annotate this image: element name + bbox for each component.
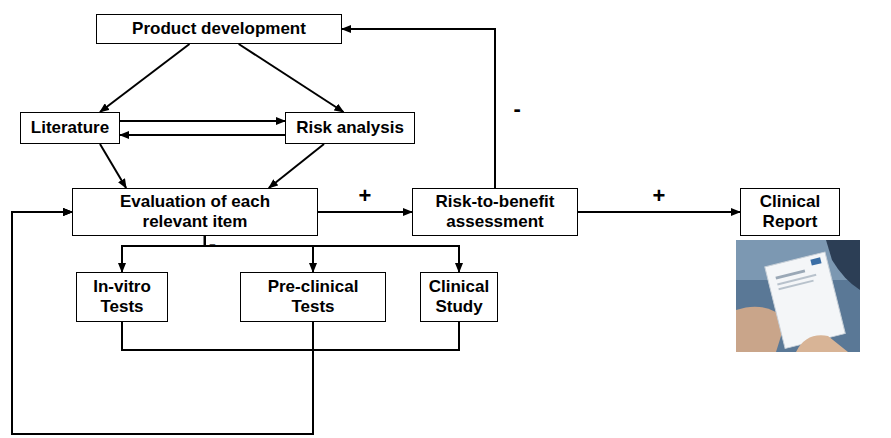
edge-label: - xyxy=(209,233,216,255)
process-box: Pre-clinical Tests xyxy=(240,272,386,322)
process-box: Risk analysis xyxy=(285,112,415,144)
connector-arrow xyxy=(12,212,313,434)
connector-arrow xyxy=(239,44,344,112)
process-box: Clinical Study xyxy=(420,272,498,322)
connector-arrow xyxy=(100,44,190,112)
box-text: Clinical Study xyxy=(427,277,491,317)
edge-label: + xyxy=(356,185,375,207)
process-box: Product development xyxy=(96,14,342,44)
connector-arrow xyxy=(122,236,205,272)
connector-arrow xyxy=(120,134,285,136)
connector-arrow xyxy=(12,212,313,434)
process-box: In-vitro Tests xyxy=(76,272,168,322)
process-box: Risk-to-benefit assessment xyxy=(412,188,578,236)
connector-arrow xyxy=(205,236,313,272)
connector-arrow xyxy=(120,120,285,122)
connector-arrow xyxy=(269,144,324,188)
connector-arrow xyxy=(12,212,459,434)
edge-label: + xyxy=(650,185,669,207)
connector-arrow xyxy=(318,211,412,213)
connector-arrow xyxy=(205,236,459,272)
connector-arrow xyxy=(100,144,126,188)
process-box: Evaluation of each relevant item xyxy=(72,188,318,236)
box-text: Clinical Report xyxy=(747,192,833,232)
connector-arrow xyxy=(578,211,740,213)
box-text: Product development xyxy=(132,19,306,39)
connector-arrow xyxy=(342,29,495,188)
box-text: Risk-to-benefit assessment xyxy=(419,192,571,232)
box-text: Pre-clinical Tests xyxy=(247,277,379,317)
process-box: Clinical Report xyxy=(740,188,840,236)
edge-label: - xyxy=(511,98,524,120)
box-text: In-vitro Tests xyxy=(83,277,161,317)
box-text: Literature xyxy=(31,118,109,138)
process-box: Literature xyxy=(20,112,120,144)
box-text: Risk analysis xyxy=(296,118,404,138)
box-text: Evaluation of each relevant item xyxy=(103,192,287,232)
report-photo xyxy=(736,240,860,352)
